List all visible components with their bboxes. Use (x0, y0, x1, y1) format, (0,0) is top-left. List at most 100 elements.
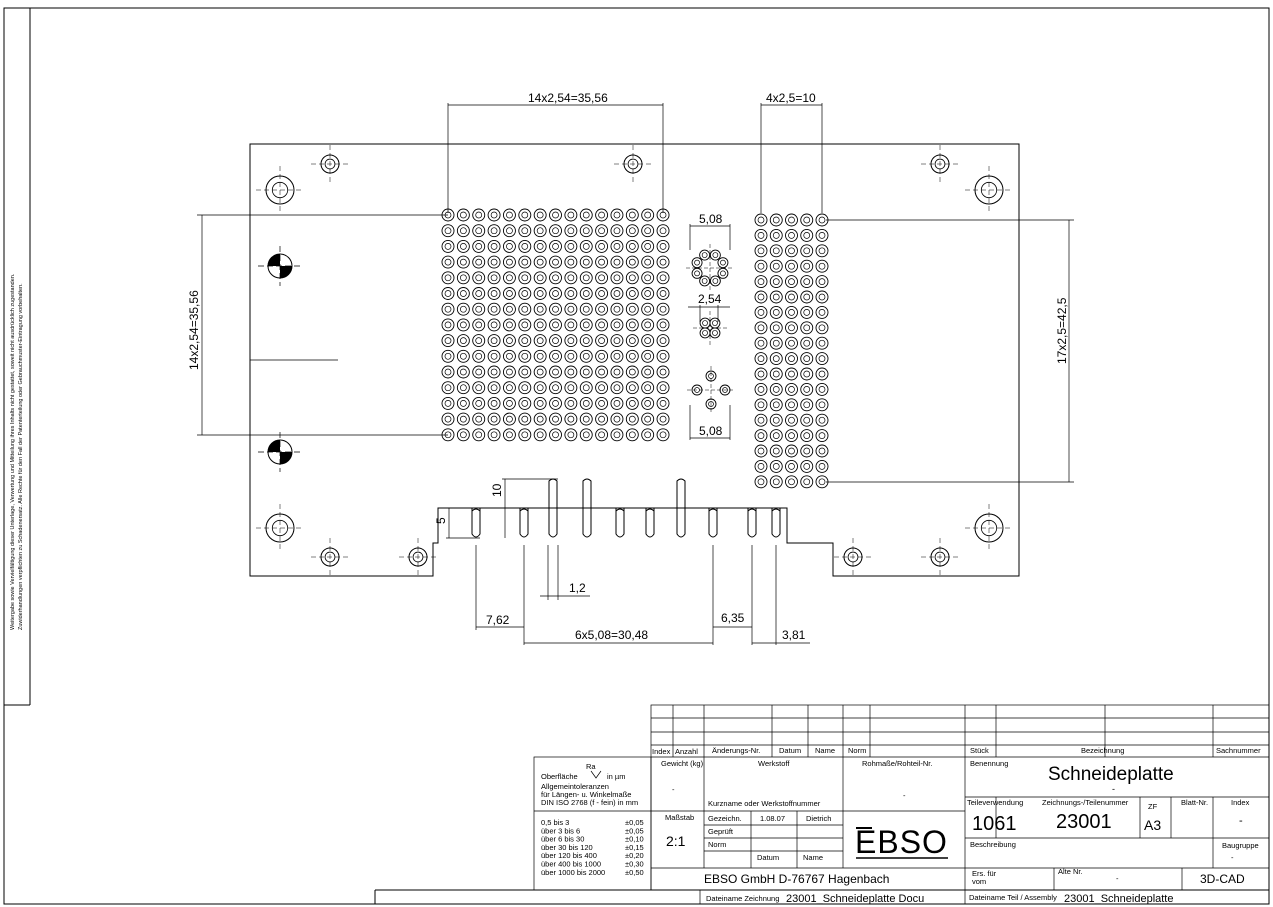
grid-hole (785, 367, 798, 381)
mounting-holes (256, 145, 1013, 576)
grid-hole (769, 275, 783, 289)
grid-hole (754, 275, 768, 289)
grid-hole (502, 349, 516, 363)
grid-hole (610, 334, 624, 348)
tolerance-range: über 3 bis 6 (541, 826, 580, 835)
grid-hole (441, 365, 455, 379)
grid-hole (487, 349, 501, 363)
grid-hole (564, 428, 578, 442)
tolerance-range: über 30 bis 120 (541, 843, 593, 852)
grid-hole (769, 459, 783, 473)
grid-hole (518, 381, 532, 395)
grid-hole (549, 239, 562, 253)
grid-hole (815, 321, 829, 335)
grid-hole (518, 224, 532, 238)
title-label: Benennung (970, 759, 1008, 768)
grid-hole (595, 224, 609, 238)
legal-notice-line-2: Zuwiderhandlungen verpflichten zu Schade… (18, 283, 24, 630)
grid-hole (785, 459, 798, 473)
material-label: Werkstoff (758, 759, 790, 768)
datum-marker-top (258, 246, 302, 286)
grid-hole (800, 336, 814, 350)
tolerance-range: über 1000 bis 2000 (541, 868, 605, 877)
grid-hole (518, 318, 532, 332)
grid-hole (641, 302, 655, 316)
grid-hole (502, 271, 516, 285)
grid-hole (785, 444, 798, 458)
grid-hole (518, 287, 532, 300)
grid-hole (533, 287, 547, 300)
grid-hole (595, 365, 609, 379)
grid-hole (502, 239, 516, 253)
grid-hole (549, 334, 562, 348)
grid-hole (579, 287, 593, 300)
grid-hole (472, 428, 486, 442)
zf-label: ZF (1148, 802, 1158, 811)
grid-hole (456, 349, 470, 363)
grid-hole (564, 255, 578, 269)
grid-hole (610, 318, 624, 332)
index-label: Index (1231, 798, 1250, 807)
dim-top-left: 14x2,54=35,56 (528, 91, 608, 105)
grid-hole (815, 459, 829, 473)
grid-hole (769, 213, 783, 227)
slot-tip (645, 508, 655, 538)
grid-hole (610, 428, 624, 442)
grid-hole (625, 381, 639, 395)
grid-hole (595, 318, 609, 332)
grid-hole (656, 255, 670, 269)
grid-hole (456, 334, 470, 348)
grid-hole (815, 444, 829, 458)
grid-hole (785, 259, 798, 273)
grid-hole (641, 239, 655, 253)
grid-hole (815, 305, 829, 319)
grid-hole (610, 224, 624, 238)
grid-hole (456, 396, 470, 410)
grid-hole (769, 367, 783, 381)
dimension-lines (197, 103, 1074, 645)
grid-hole (518, 271, 532, 285)
grid-hole (487, 255, 501, 269)
grid-hole (641, 334, 655, 348)
grid-hole (564, 318, 578, 332)
grid-hole (641, 208, 655, 222)
grid-hole (518, 208, 532, 222)
dim-slot-depth-10: 10 (490, 483, 504, 497)
grid-hole (441, 412, 455, 426)
grid-hole (487, 302, 501, 316)
grid-hole (785, 228, 798, 242)
zf-value: A3 (1144, 817, 1161, 833)
tolerance-range: über 6 bis 30 (541, 835, 584, 844)
grid-hole (595, 271, 609, 285)
grid-hole (533, 255, 547, 269)
grid-hole (549, 287, 562, 300)
grid-hole (625, 271, 639, 285)
grid-hole (754, 290, 768, 304)
grid-hole (754, 336, 768, 350)
grid-hole (800, 459, 814, 473)
sheet-label: Blatt-Nr. (1181, 798, 1208, 807)
grid-hole (754, 398, 768, 412)
grid-hole (456, 412, 470, 426)
rev-index-header: Index (652, 747, 671, 756)
sheet-border (3, 7, 1270, 905)
grid-hole (502, 428, 516, 442)
checked-label: Geprüft (708, 827, 734, 836)
grid-hole (595, 208, 609, 222)
drawn-by: Dietrich (806, 814, 831, 823)
grid-hole (815, 228, 829, 242)
dim-right: 17x2,5=42,5 (1055, 297, 1069, 364)
slot-tip (471, 508, 481, 538)
grid-hole (656, 271, 670, 285)
grid-hole (785, 244, 798, 258)
dim-pitch-total: 6x5,08=30,48 (575, 628, 648, 642)
legal-notice-line-1: Weitergabe sowie Vervielfältigung dieser… (10, 273, 16, 630)
large-mounting-hole (965, 504, 1013, 552)
tolerance-range: 0,5 bis 3 (541, 818, 569, 827)
grid-hole (472, 224, 486, 238)
grid-hole (456, 381, 470, 395)
grid-hole (579, 224, 593, 238)
grid-hole (625, 224, 639, 238)
grid-hole (518, 302, 532, 316)
dim-pitch-last: 3,81 (782, 628, 806, 642)
